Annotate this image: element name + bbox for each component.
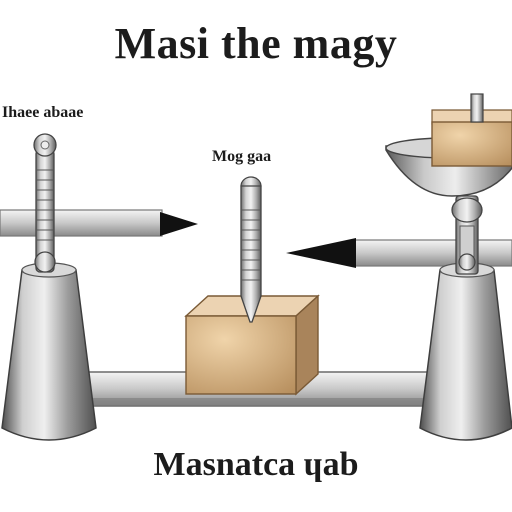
left-probe-label: Ihaee abaae [2,104,84,121]
right-box [431,93,512,167]
left-probe [33,133,57,273]
left-rod-arrow [0,209,198,237]
right-pillar [451,195,483,275]
center-box [184,294,320,396]
right-cone-stand [419,262,512,441]
diagram-title: Masi the magy [114,19,398,68]
left-cone-stand [1,262,97,441]
center-probe [240,176,262,323]
diagram-caption: Masnatca ɥab [153,446,359,483]
center-probe-label: Mog gaa [212,148,272,165]
right-rod-arrow [286,238,512,268]
